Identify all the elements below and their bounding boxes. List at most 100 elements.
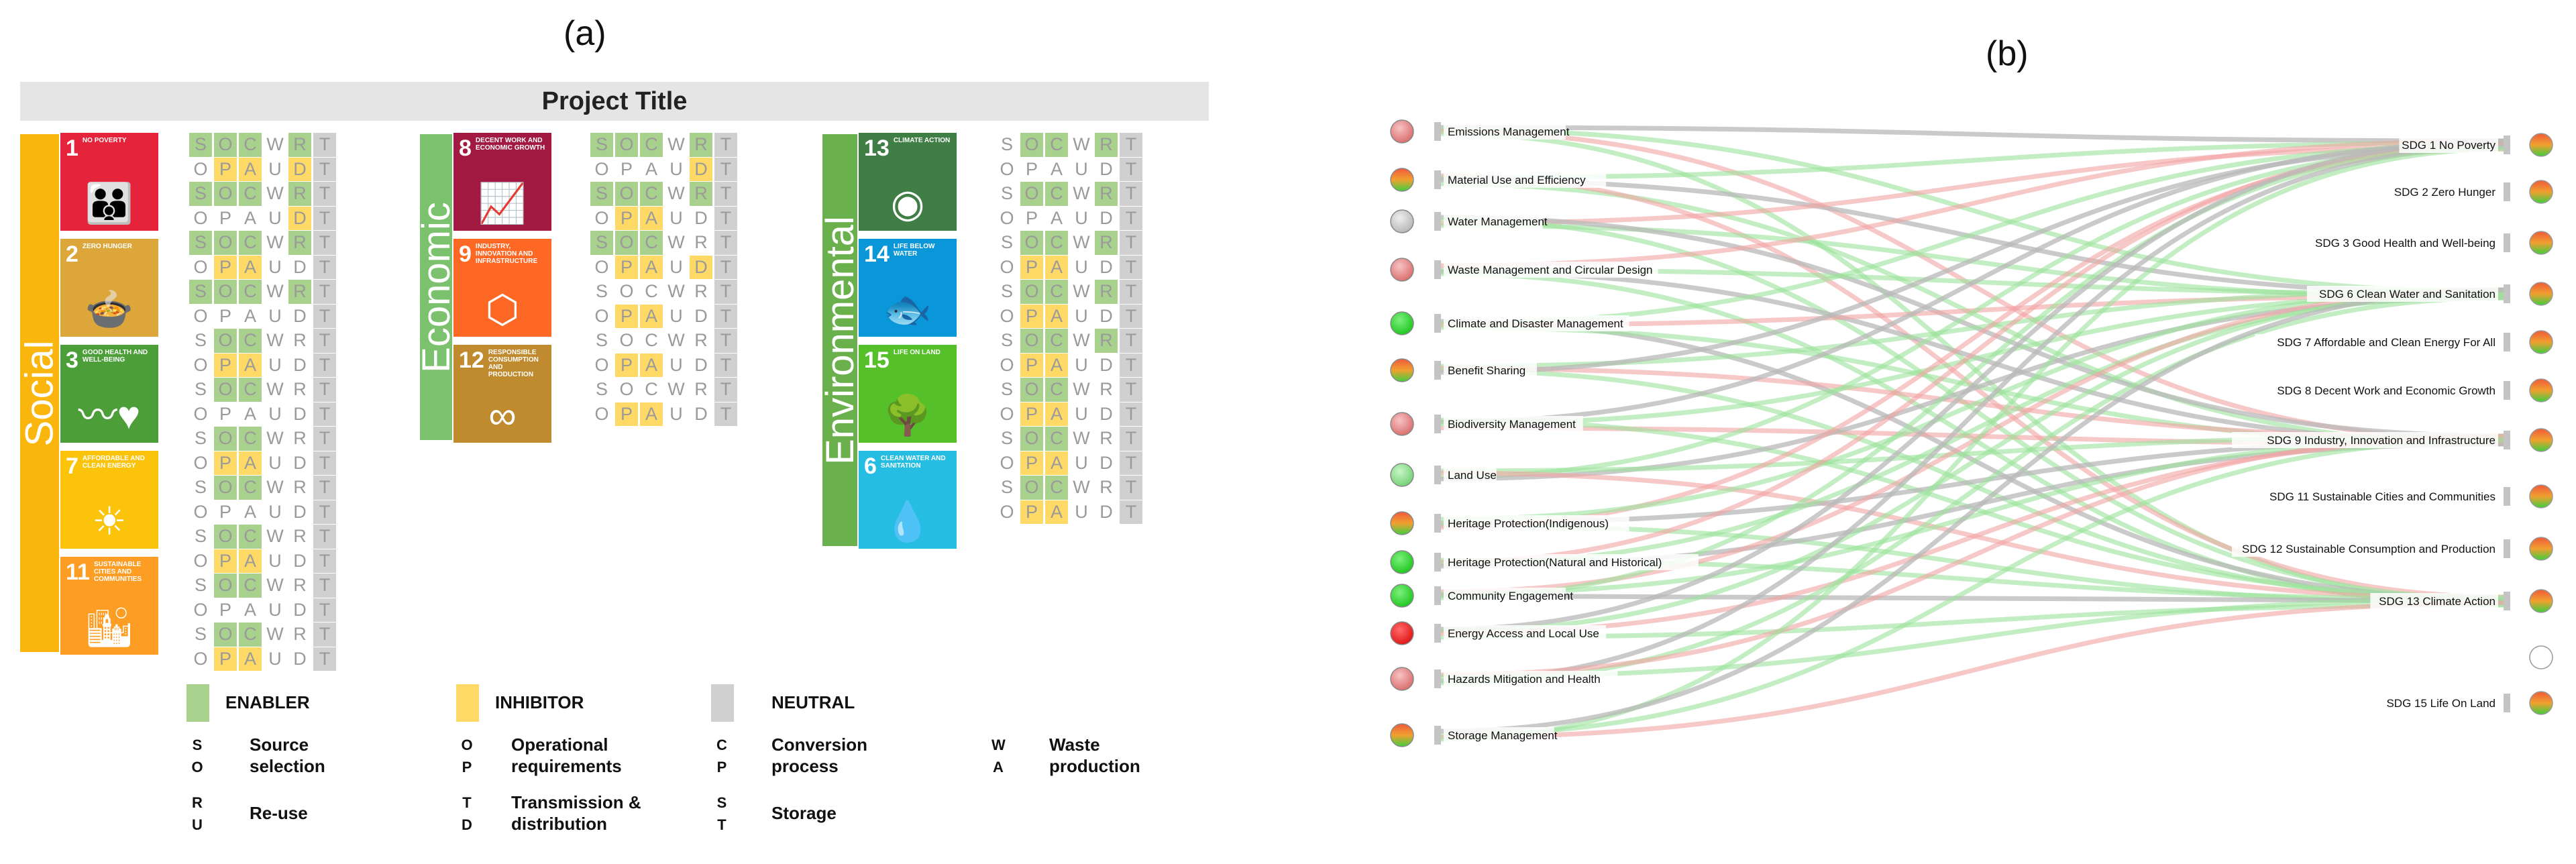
matrix-cell: O <box>193 354 208 375</box>
left-status-dot <box>1390 311 1414 335</box>
matrix-cell: O <box>193 256 208 277</box>
left-node-label: Heritage Protection(Indigenous) <box>1448 517 1609 530</box>
social-dimension-band: Social <box>18 134 62 652</box>
matrix-cell: U <box>1075 403 1088 424</box>
matrix-cell: C <box>1045 133 1068 157</box>
matrix-cell: P <box>1020 304 1043 328</box>
sdg-name: AFFORDABLE AND CLEAN ENERGY <box>82 455 145 470</box>
matrix-cell: C <box>1045 182 1068 206</box>
matrix-cell: C <box>239 280 262 304</box>
matrix-cell: P <box>219 501 231 522</box>
matrix-cell: P <box>1025 158 1038 179</box>
matrix-cell: A <box>239 255 262 279</box>
matrix-cell: T <box>1120 157 1142 181</box>
matrix-cell: R <box>288 280 311 304</box>
sankey-link-neutral <box>1439 138 2508 632</box>
matrix-cell: A <box>640 206 663 230</box>
matrix-cell: U <box>1075 452 1088 473</box>
right-node-bar <box>2504 284 2510 303</box>
left-label-bg <box>1444 172 1607 188</box>
sankey-link-enabler <box>1439 437 2508 738</box>
matrix-cell: T <box>714 402 737 426</box>
matrix-cell: S <box>1000 330 1013 350</box>
matrix-cell: W <box>1073 330 1090 350</box>
sankey-link-enabler <box>1439 602 2508 640</box>
left-label-bg <box>1444 262 1658 278</box>
matrix-cell: A <box>1045 353 1068 377</box>
matrix-cell: A <box>1045 255 1068 279</box>
matrix-cell: W <box>1073 134 1090 154</box>
matrix-cell: T <box>714 304 737 328</box>
cubes-icon: ⬡ <box>485 288 520 331</box>
right-node-bar <box>2504 431 2510 449</box>
matrix-cell: O <box>214 182 237 206</box>
matrix-cell: R <box>1095 280 1118 304</box>
matrix-cell: U <box>268 599 282 620</box>
economic-label: Economic <box>414 201 458 373</box>
matrix-cell: A <box>645 158 657 179</box>
matrix-cell: W <box>266 379 284 399</box>
matrix-cell: A <box>244 305 256 326</box>
right-node-label: SDG 7 Affordable and Clean Energy For Al… <box>2277 336 2496 349</box>
right-node-label: SDG 13 Climate Action <box>2379 595 2496 608</box>
matrix-cell: C <box>239 623 262 647</box>
sdg-number: 1 <box>66 136 78 161</box>
left-label-bg <box>1444 467 1497 483</box>
left-status-dot <box>1390 511 1414 535</box>
matrix-cell: P <box>1020 451 1043 475</box>
legend-desc-source-selection: Source selection <box>250 735 325 776</box>
left-label-bg <box>1444 515 1629 531</box>
matrix-cell: T <box>313 133 336 157</box>
sdg-number: 11 <box>66 559 90 585</box>
legend-desc-re-use: Re-use <box>250 803 308 823</box>
matrix-cell: T <box>714 182 737 206</box>
matrix-cell: R <box>690 133 712 157</box>
matrix-cell: C <box>645 379 658 399</box>
matrix-cell: S <box>189 182 212 206</box>
matrix-cell: A <box>1050 207 1063 228</box>
right-status-dot <box>2529 180 2553 204</box>
left-status-dot <box>1390 209 1414 233</box>
matrix-cell: T <box>1120 133 1142 157</box>
matrix-cell: R <box>690 182 712 206</box>
sdg-number: 15 <box>864 347 890 373</box>
matrix-cell: O <box>214 378 237 402</box>
left-status-dot <box>1390 258 1414 282</box>
right-node-label: SDG 2 Zero Hunger <box>2394 186 2496 199</box>
matrix-cell: C <box>1045 378 1068 402</box>
matrix-cell: U <box>268 256 282 277</box>
left-label-bg <box>1444 671 1618 687</box>
matrix-cell: T <box>313 255 336 279</box>
matrix-cell: O <box>615 182 638 206</box>
left-node-label: Storage Management <box>1448 729 1558 742</box>
matrix-cell: C <box>645 330 658 350</box>
matrix-cell: O <box>193 648 208 669</box>
matrix-cell: A <box>640 402 663 426</box>
matrix-cell: A <box>239 157 262 181</box>
matrix-cell: T <box>313 500 336 524</box>
matrix-cell: T <box>1120 378 1142 402</box>
right-node-bar <box>2504 233 2510 252</box>
matrix-cell: T <box>313 647 336 671</box>
matrix-cell: W <box>266 624 284 644</box>
matrix-cell: T <box>1120 476 1142 500</box>
matrix-cell: U <box>268 305 282 326</box>
matrix-cell: C <box>239 182 262 206</box>
right-node-bar <box>2504 182 2510 201</box>
matrix-cell: O <box>615 133 638 157</box>
fish-icon: 🐟 <box>883 288 932 331</box>
matrix-cell: R <box>293 379 307 399</box>
right-node-label: SDG 6 Clean Water and Sanitation <box>2319 288 2496 301</box>
matrix-cell: R <box>1095 231 1118 255</box>
matrix-cell: P <box>214 353 237 377</box>
matrix-cell: T <box>313 378 336 402</box>
sdg-name: DECENT WORK AND ECONOMIC GROWTH <box>475 137 545 152</box>
left-status-dot <box>1390 550 1414 574</box>
sankey-link-enabler <box>1439 596 2508 680</box>
matrix-cell: A <box>244 403 256 424</box>
matrix-cell: O <box>594 305 609 326</box>
sankey-link-neutral <box>1439 287 2508 734</box>
